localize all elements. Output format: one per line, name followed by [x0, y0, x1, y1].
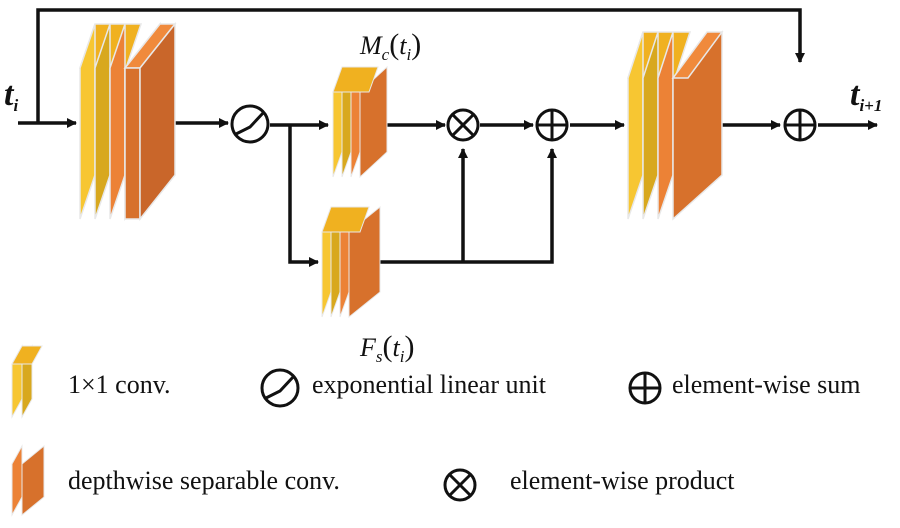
spatial-attention-conv-block: [321, 205, 381, 319]
legend-sum-icon: [628, 371, 662, 405]
legend-depthwise-label: depthwise separable conv.: [68, 466, 340, 495]
legend-elu-icon: [260, 368, 300, 408]
legend-elu-label: exponential linear unit: [312, 370, 546, 399]
sum-node: [535, 108, 569, 142]
input-conv-block: [78, 21, 177, 222]
arrow-spatial-to-sum: [380, 148, 557, 264]
legend-product-label: element-wise product: [510, 466, 735, 495]
skip-connection: [36, 8, 805, 122]
legend-conv1x1-label: 1×1 conv.: [68, 370, 171, 399]
arrow-to-spatial-attention: [288, 125, 319, 267]
input-label: ti: [4, 76, 19, 115]
residual-sum-node: [783, 108, 817, 142]
output-label: ti+1: [850, 76, 883, 115]
channel-attention-label: Mc(ti): [360, 28, 422, 64]
legend-depthwise-icon: [11, 444, 45, 517]
spatial-attention-label: Fs(ti): [360, 330, 415, 366]
elu-node: [230, 104, 270, 144]
output-conv-block: [626, 30, 724, 221]
product-node: [446, 108, 480, 142]
legend-conv1x1-icon: [11, 344, 43, 419]
connections: [18, 118, 878, 267]
legend-product-icon: [443, 468, 477, 502]
channel-attention-conv-block: [332, 65, 388, 179]
legend-sum-label: element-wise sum: [672, 370, 861, 399]
